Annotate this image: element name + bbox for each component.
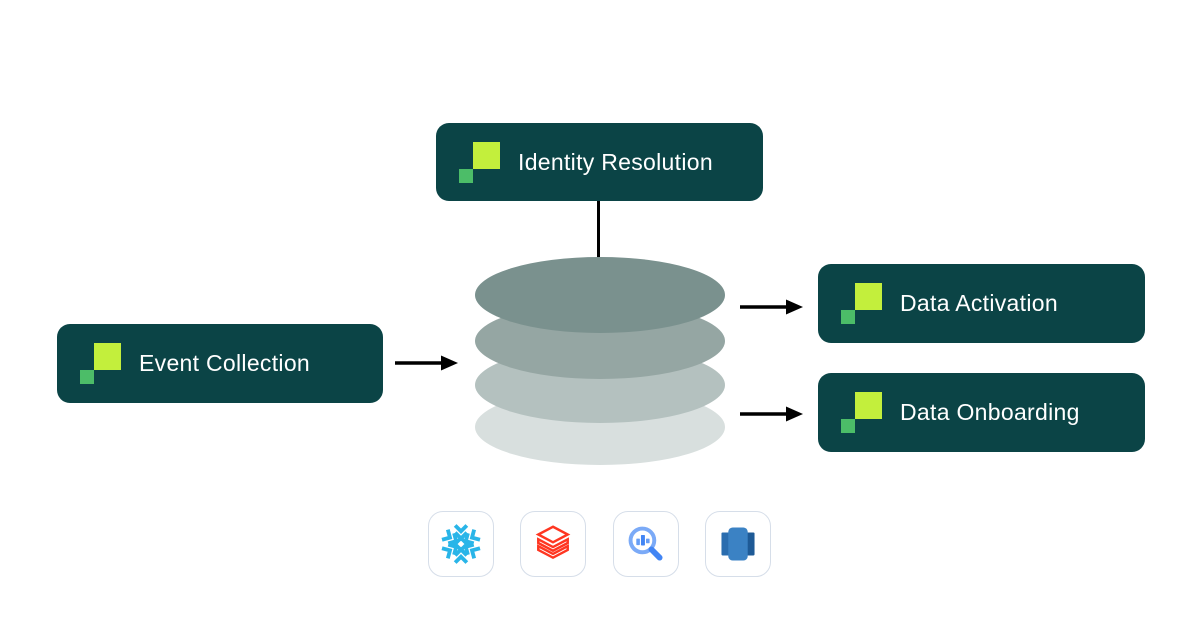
lime-square	[855, 283, 882, 310]
node-data-activation: Data Activation	[818, 264, 1145, 343]
squares-logo-icon	[459, 141, 500, 183]
arrow-warehouse-to-onboarding	[740, 406, 803, 422]
green-square	[80, 370, 94, 384]
arrow-warehouse-to-activation	[740, 299, 803, 315]
lime-square	[855, 392, 882, 419]
arrow-event-to-warehouse	[395, 355, 458, 371]
card-redshift	[705, 511, 771, 577]
node-event-collection: Event Collection	[57, 324, 383, 403]
node-label-event-collection: Event Collection	[139, 350, 310, 376]
squares-logo-icon	[80, 343, 121, 384]
snowflake-icon	[441, 524, 481, 564]
squares-logo-icon	[841, 283, 882, 324]
card-bigquery	[613, 511, 679, 577]
node-label-identity-resolution: Identity Resolution	[518, 148, 713, 175]
redshift-icon	[721, 527, 755, 561]
lime-square	[473, 141, 500, 169]
node-data-onboarding: Data Onboarding	[818, 373, 1145, 452]
cylinder-layer-1	[475, 257, 725, 333]
green-square	[841, 310, 855, 324]
card-snowflake	[428, 511, 494, 577]
node-identity-resolution: Identity Resolution	[436, 123, 763, 201]
node-label-data-activation: Data Activation	[900, 290, 1058, 316]
green-square	[841, 419, 855, 433]
green-square	[459, 168, 473, 183]
card-databricks	[520, 511, 586, 577]
lime-square	[94, 343, 121, 370]
node-label-data-onboarding: Data Onboarding	[900, 399, 1080, 425]
squares-logo-icon	[841, 392, 882, 433]
bigquery-icon	[628, 526, 663, 561]
warehouse-cylinder	[475, 257, 725, 467]
databricks-icon	[535, 525, 571, 560]
